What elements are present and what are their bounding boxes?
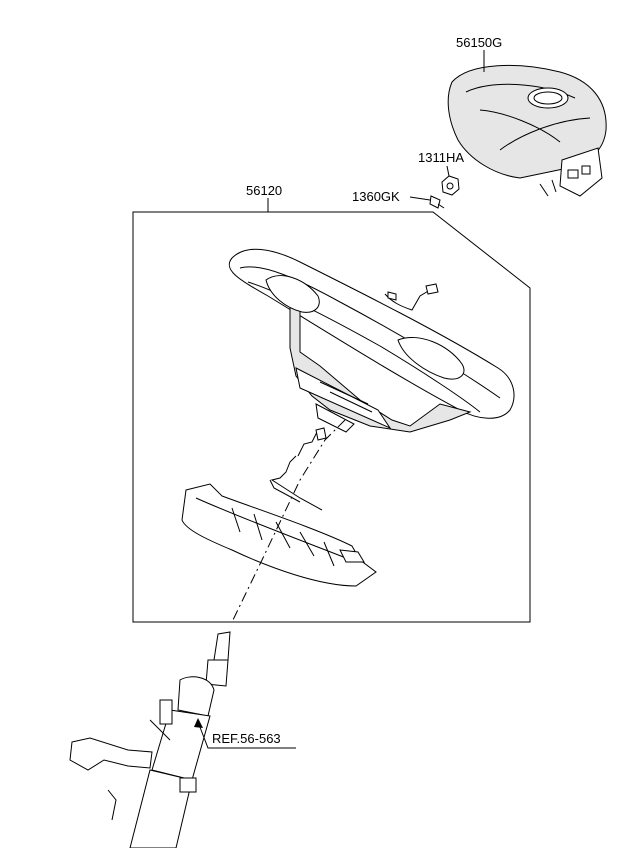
label-airbag-module: 56150G bbox=[456, 35, 502, 50]
label-nut: 1311HA bbox=[418, 150, 464, 165]
assembly-frame bbox=[132, 211, 531, 623]
airbag-module bbox=[447, 65, 607, 197]
steering-column bbox=[69, 631, 231, 848]
leader-bolt bbox=[409, 196, 431, 201]
label-reference: REF.56-563 bbox=[212, 731, 281, 746]
center-axis bbox=[231, 419, 346, 623]
steering-wheel bbox=[228, 248, 515, 433]
leader-nut bbox=[446, 165, 450, 177]
arrow-head-icon bbox=[194, 718, 203, 728]
wire-harness bbox=[269, 427, 327, 511]
leader-reference bbox=[197, 721, 296, 749]
bolt bbox=[429, 195, 445, 209]
label-bolt: 1360GK bbox=[352, 189, 400, 204]
label-wheel-assembly: 56120 bbox=[246, 183, 282, 198]
lower-cover bbox=[181, 483, 377, 587]
nut bbox=[441, 175, 460, 196]
